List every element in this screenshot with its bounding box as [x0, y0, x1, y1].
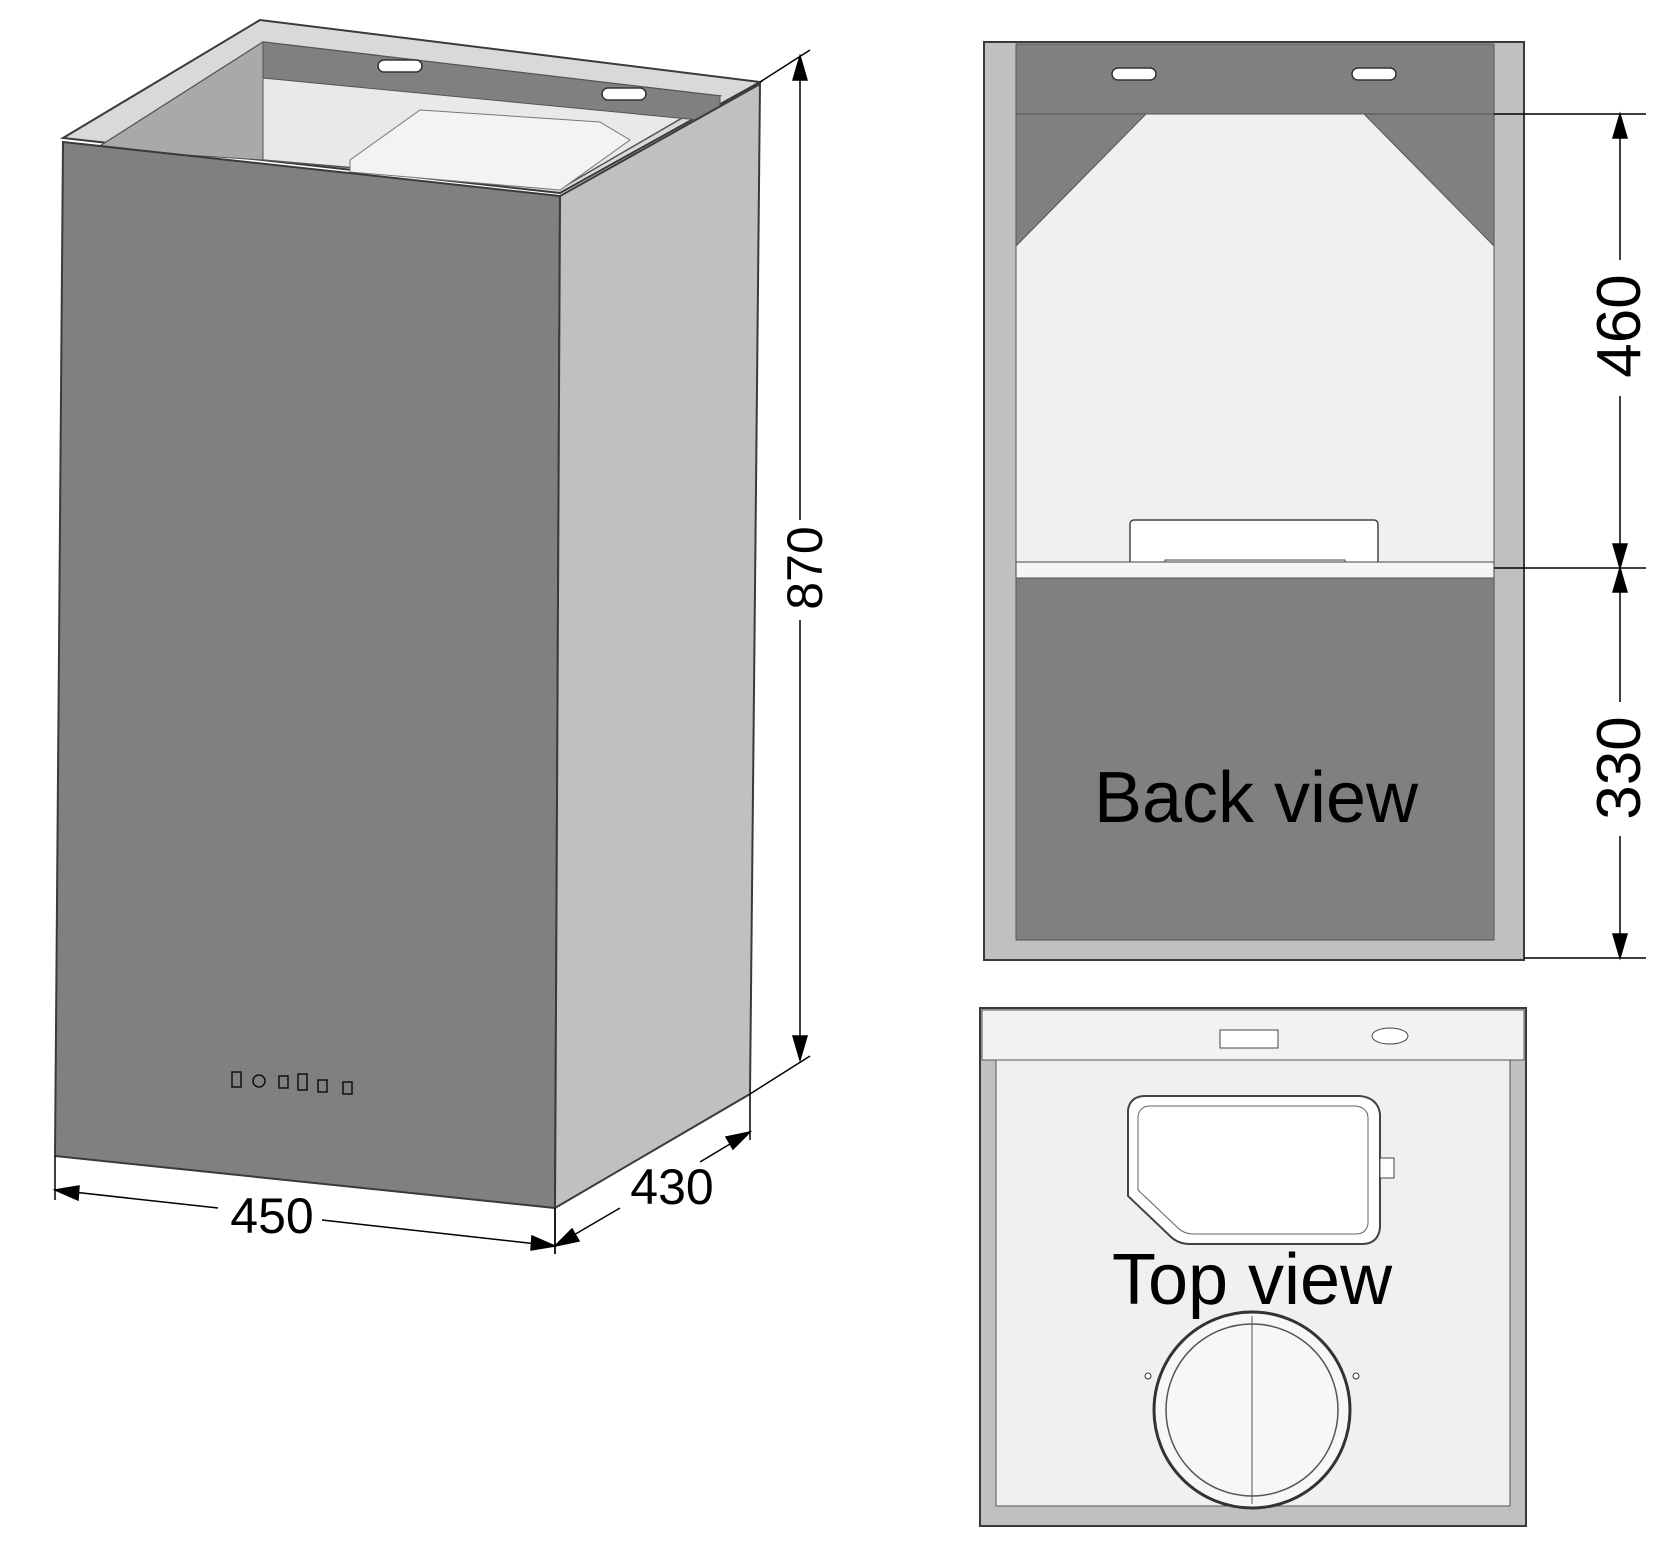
dimension-width-label: 450 [230, 1188, 313, 1244]
back-view-inner-upper [1015, 113, 1495, 563]
top-view-motor-tab [1379, 1157, 1395, 1179]
top-view-label: Top view [1112, 1240, 1393, 1320]
dimension-upper-label: 460 [1585, 274, 1654, 377]
control-panel [231, 1071, 353, 1095]
back-view: Back view 460 330 [983, 41, 1654, 961]
mounting-slot-right [601, 87, 647, 101]
top-view-motor-housing-inner [1137, 1105, 1369, 1235]
top-view-screw-right [1352, 1372, 1360, 1380]
power-icon [231, 1071, 242, 1088]
back-view-slot-right [1351, 67, 1397, 81]
light-icon [252, 1074, 266, 1088]
back-view-slot-left [1111, 67, 1157, 81]
dimension-depth [552, 1094, 753, 1254]
dimension-depth-label: 430 [630, 1159, 713, 1215]
top-view-rail-slot [1371, 1027, 1409, 1045]
dimension-height-label: 870 [777, 526, 833, 609]
fan-speed-1-icon [278, 1075, 289, 1089]
back-view-left-gusset [1015, 113, 1148, 248]
hood-front-face [53, 140, 562, 1210]
back-view-top-band [1015, 43, 1495, 115]
fan-speed-3-icon [342, 1081, 353, 1095]
dimension-height [749, 49, 811, 1095]
top-view-screw-left [1144, 1372, 1152, 1380]
hood-side-face [553, 82, 762, 1210]
back-view-right-gusset [1362, 113, 1495, 248]
dimension-lower-label: 330 [1585, 716, 1654, 819]
back-view-shelf [1015, 561, 1495, 579]
top-view-rail-bracket [1219, 1029, 1279, 1049]
timer-icon [297, 1073, 308, 1091]
dimension-sections [1494, 111, 1646, 961]
top-view: Top view [979, 1007, 1527, 1527]
top-view-motor-housing [1127, 1095, 1381, 1245]
isometric-view: 870 450 430 [52, 18, 833, 1254]
hood-inner-motor-cover [349, 109, 631, 191]
back-view-label: Back view [1094, 758, 1419, 838]
back-view-lower-panel [1015, 577, 1495, 941]
mounting-slot-left [377, 59, 423, 73]
fan-speed-2-icon [317, 1079, 328, 1093]
